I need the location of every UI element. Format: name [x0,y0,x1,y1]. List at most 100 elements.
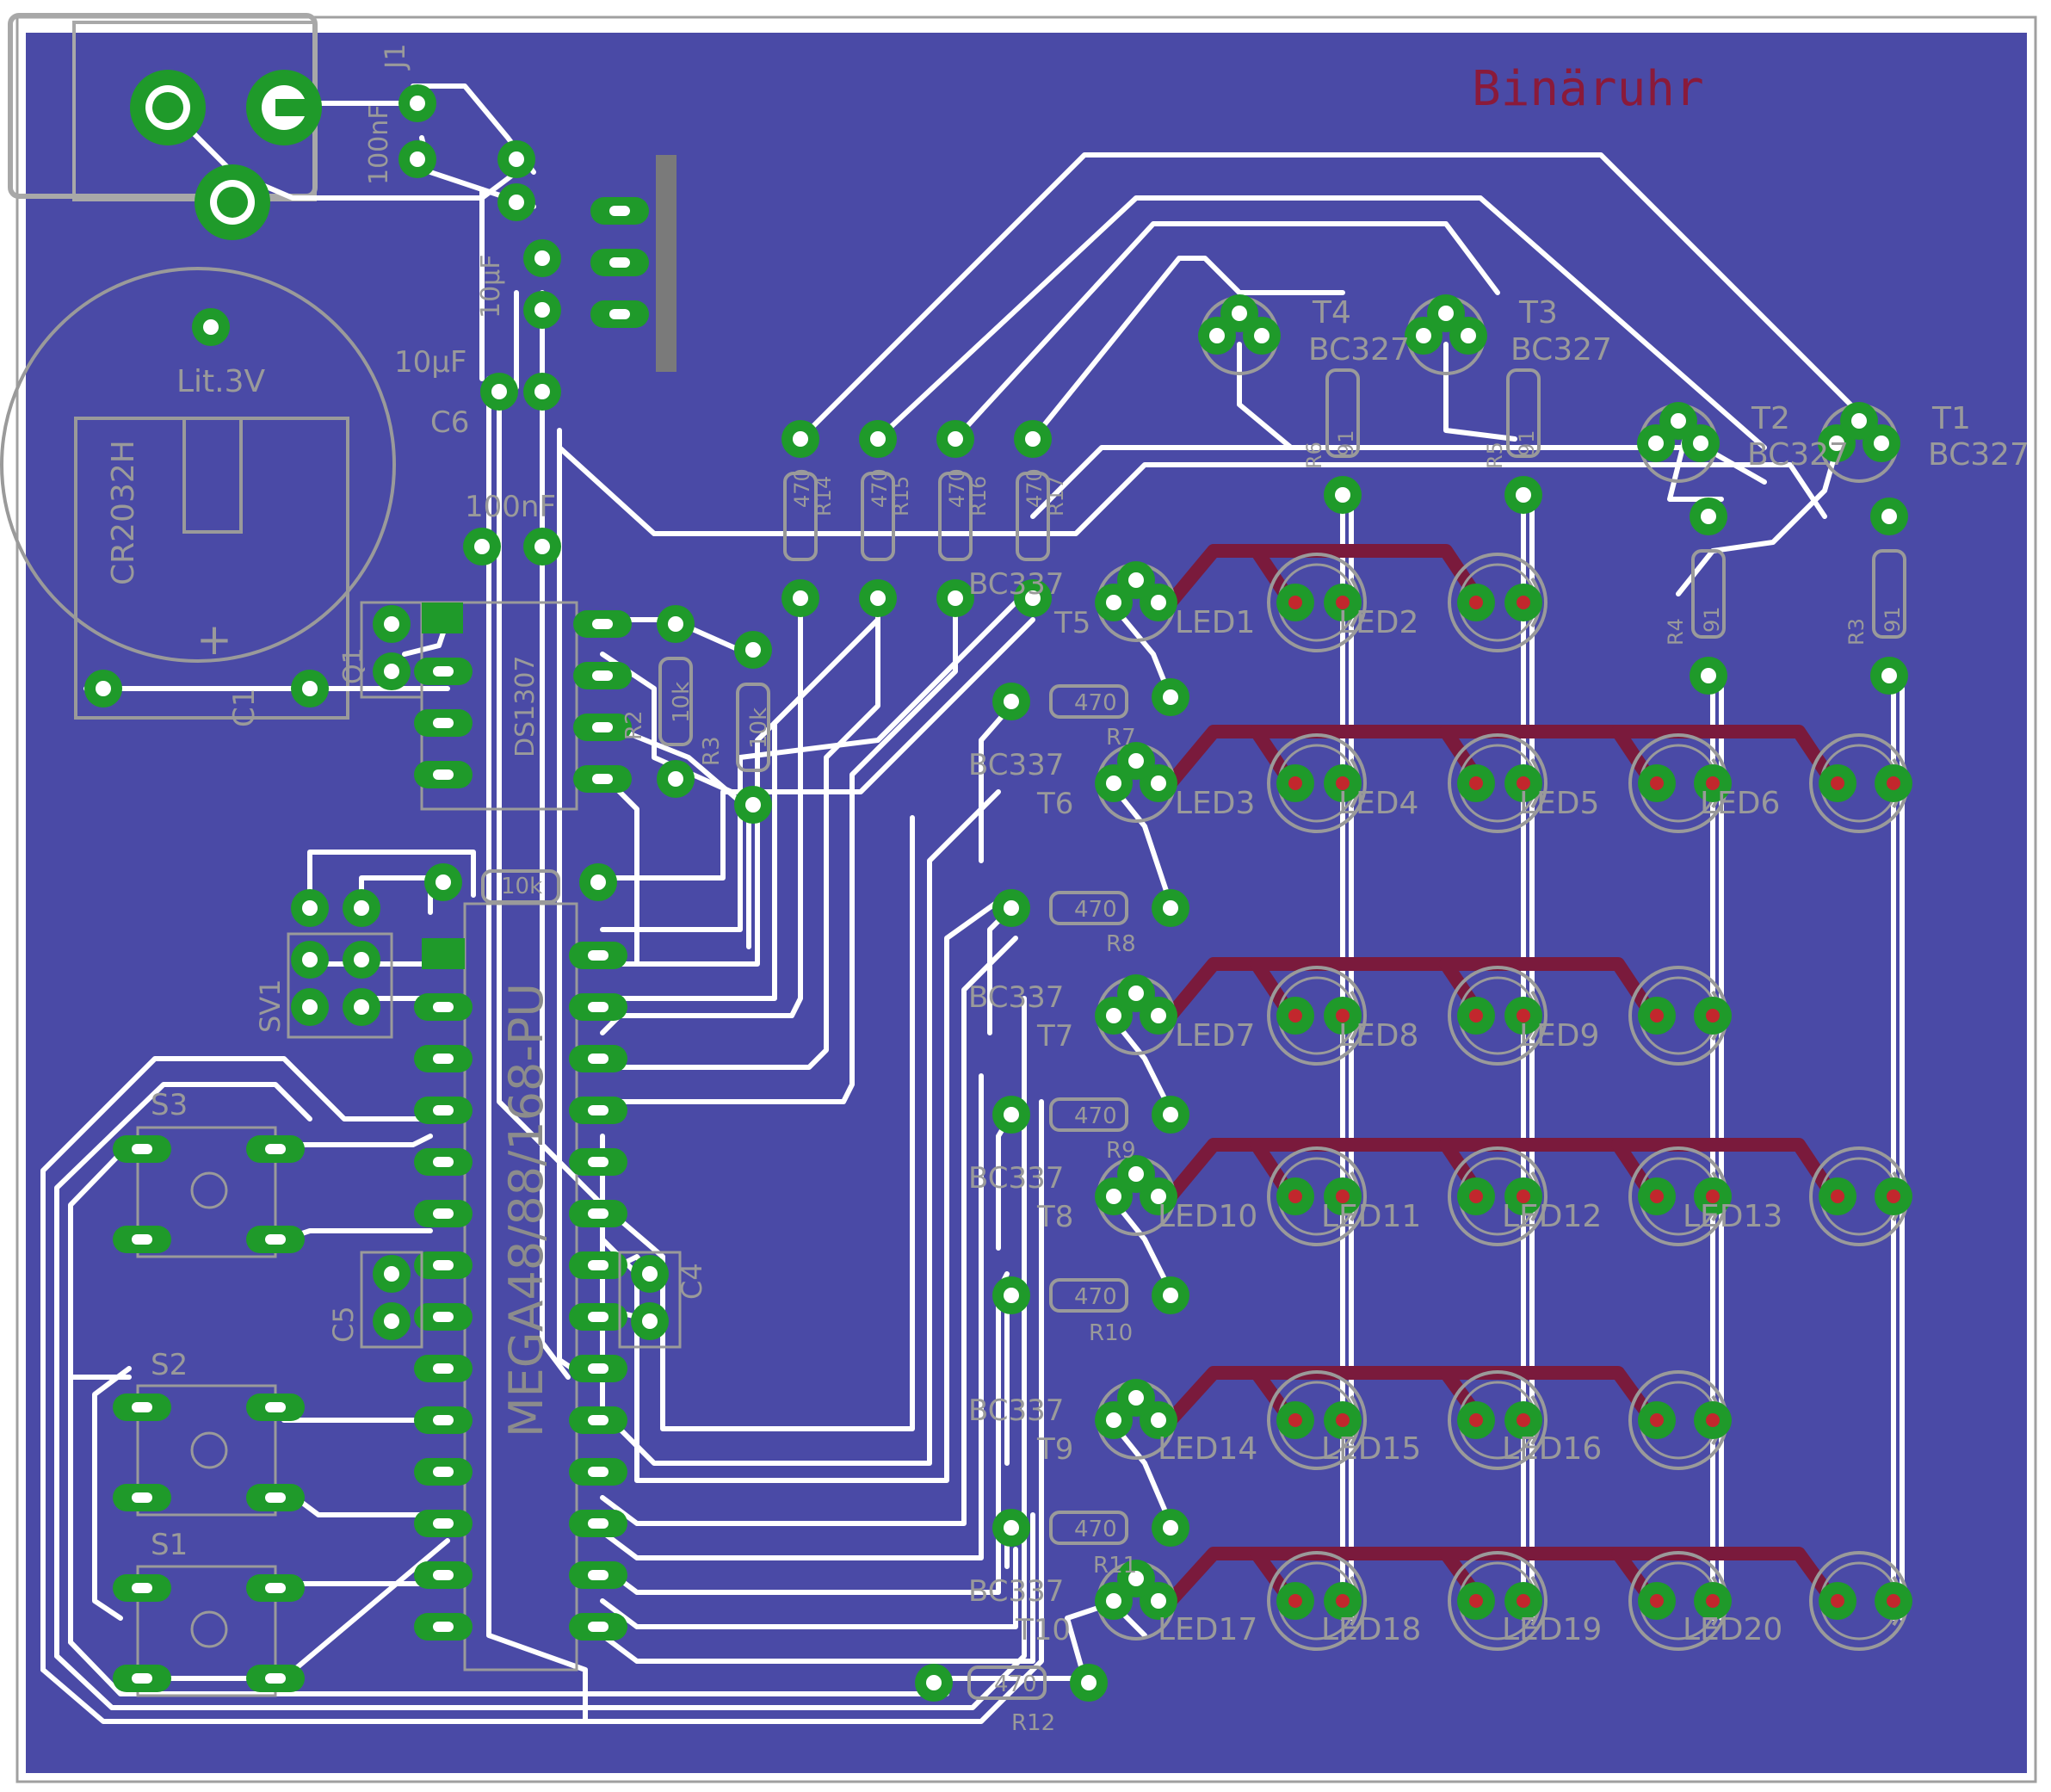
label-bc337-1: BC337 [968,567,1064,602]
label-bc337-3: BC337 [968,980,1064,1015]
label-s3: S3 [151,1088,188,1122]
label-led14: LED14 [1158,1431,1257,1467]
label-led12: LED12 [1502,1199,1602,1234]
label-led8: LED8 [1338,1018,1418,1054]
label-t9: T9 [1036,1432,1073,1467]
label-r17: R17 [1044,476,1068,516]
label-t5: T5 [1053,606,1090,640]
label-t4-type: BC327 [1308,332,1410,368]
label-r3b: R3 [1844,618,1869,646]
label-led20: LED20 [1683,1612,1782,1647]
label-r3: R3 [699,736,725,766]
label-r9-value: 470 [1074,1103,1117,1129]
label-led6: LED6 [1700,786,1780,821]
label-r6-value: 91 [1334,429,1358,456]
board-title: Binäruhr [1472,61,1704,117]
label-r6: R6 [1302,442,1326,469]
label-t2-type: BC327 [1747,437,1849,473]
label-r3b-value: 91 [1881,606,1905,633]
label-r4: R4 [1664,618,1688,646]
button-s1 [113,1565,305,1697]
label-r7-value: 470 [1074,690,1117,716]
label-r8-value: 470 [1074,897,1117,923]
button-s3 [113,1126,305,1258]
label-c6-value: 10µF [394,345,466,380]
label-bc337-6: BC337 [968,1574,1064,1609]
regulator-heatsink [656,155,676,372]
label-r15: R15 [889,476,913,516]
label-c4: C4 [676,1263,708,1300]
label-r10-value: 470 [1074,1284,1117,1310]
label-led9: LED9 [1519,1018,1599,1054]
label-r3-value: 10k [746,708,772,749]
label-led18: LED18 [1321,1612,1421,1647]
label-t4: T4 [1312,295,1351,331]
label-r11: R11 [1093,1553,1137,1579]
label-led4: LED4 [1338,786,1418,821]
label-t6: T6 [1036,787,1073,821]
label-t3-type: BC327 [1510,332,1612,368]
label-led13: LED13 [1683,1199,1782,1234]
label-mcu: MEGA48/88/168-PU [499,983,553,1437]
board-outline [15,15,2037,1783]
label-led3: LED3 [1175,786,1255,821]
battery-tab [182,417,243,534]
battery-outline [0,267,396,663]
label-r2-value: 10k [669,682,695,723]
label-r17-value: 470 [1022,468,1047,508]
label-r10: R10 [1089,1320,1133,1346]
label-led11: LED11 [1321,1199,1421,1234]
label-t10: T10 [1015,1613,1071,1647]
label-r16: R16 [967,476,991,516]
label-battery-type: CR2032H [106,440,141,585]
button-s2 [113,1384,305,1517]
label-t1: T1 [1931,401,1971,436]
cap-c4 [618,1251,682,1349]
label-bc337-2: BC337 [968,748,1064,782]
header-sv1 [287,889,393,1039]
label-r8: R8 [1106,931,1136,957]
label-r11-value: 470 [1074,1517,1117,1542]
mcu-ic [414,902,627,1672]
label-led10: LED10 [1158,1199,1257,1234]
label-t1-type: BC327 [1928,437,2029,473]
cap-c5 [360,1251,423,1349]
label-sv1: SV1 [254,979,287,1033]
label-bc337-4: BC337 [968,1161,1064,1196]
label-t8: T8 [1036,1200,1073,1234]
label-led1: LED1 [1175,605,1255,640]
label-c-10uf-top: 10µF [476,254,506,318]
label-c-100nf-top: 100nF [364,104,394,185]
label-r2: R2 [621,710,647,740]
label-r9: R9 [1106,1138,1136,1164]
label-s1: S1 [151,1528,188,1562]
label-r12: R12 [1011,1710,1055,1736]
label-led5: LED5 [1519,786,1599,821]
label-t3: T3 [1518,295,1558,331]
label-r16-value: 470 [945,468,969,508]
label-t7: T7 [1036,1019,1073,1054]
label-led7: LED7 [1175,1018,1255,1054]
label-r12-value: 470 [994,1672,1037,1697]
label-led17: LED17 [1158,1612,1257,1647]
ds1307-ic [414,601,632,811]
label-s2: S2 [151,1348,188,1382]
label-t2: T2 [1751,401,1790,436]
label-bc337-5: BC337 [968,1393,1064,1428]
label-c-100nf-mid: 100nF [465,490,556,524]
label-c1: C1 [227,689,262,727]
label-r14: R14 [812,476,836,516]
power-jack-pads [130,70,322,240]
label-led19: LED19 [1502,1612,1602,1647]
label-ds1307: DS1307 [510,656,541,758]
label-q1: Q1 [338,647,368,684]
label-led2: LED2 [1338,605,1418,640]
label-r1-value: 10k [501,874,542,899]
label-r7: R7 [1106,725,1136,751]
label-r14-value: 470 [790,468,814,508]
label-c5: C5 [327,1306,360,1343]
label-r5: R5 [1483,442,1507,469]
label-led16: LED16 [1502,1431,1602,1467]
label-r4-value: 91 [1700,606,1724,633]
